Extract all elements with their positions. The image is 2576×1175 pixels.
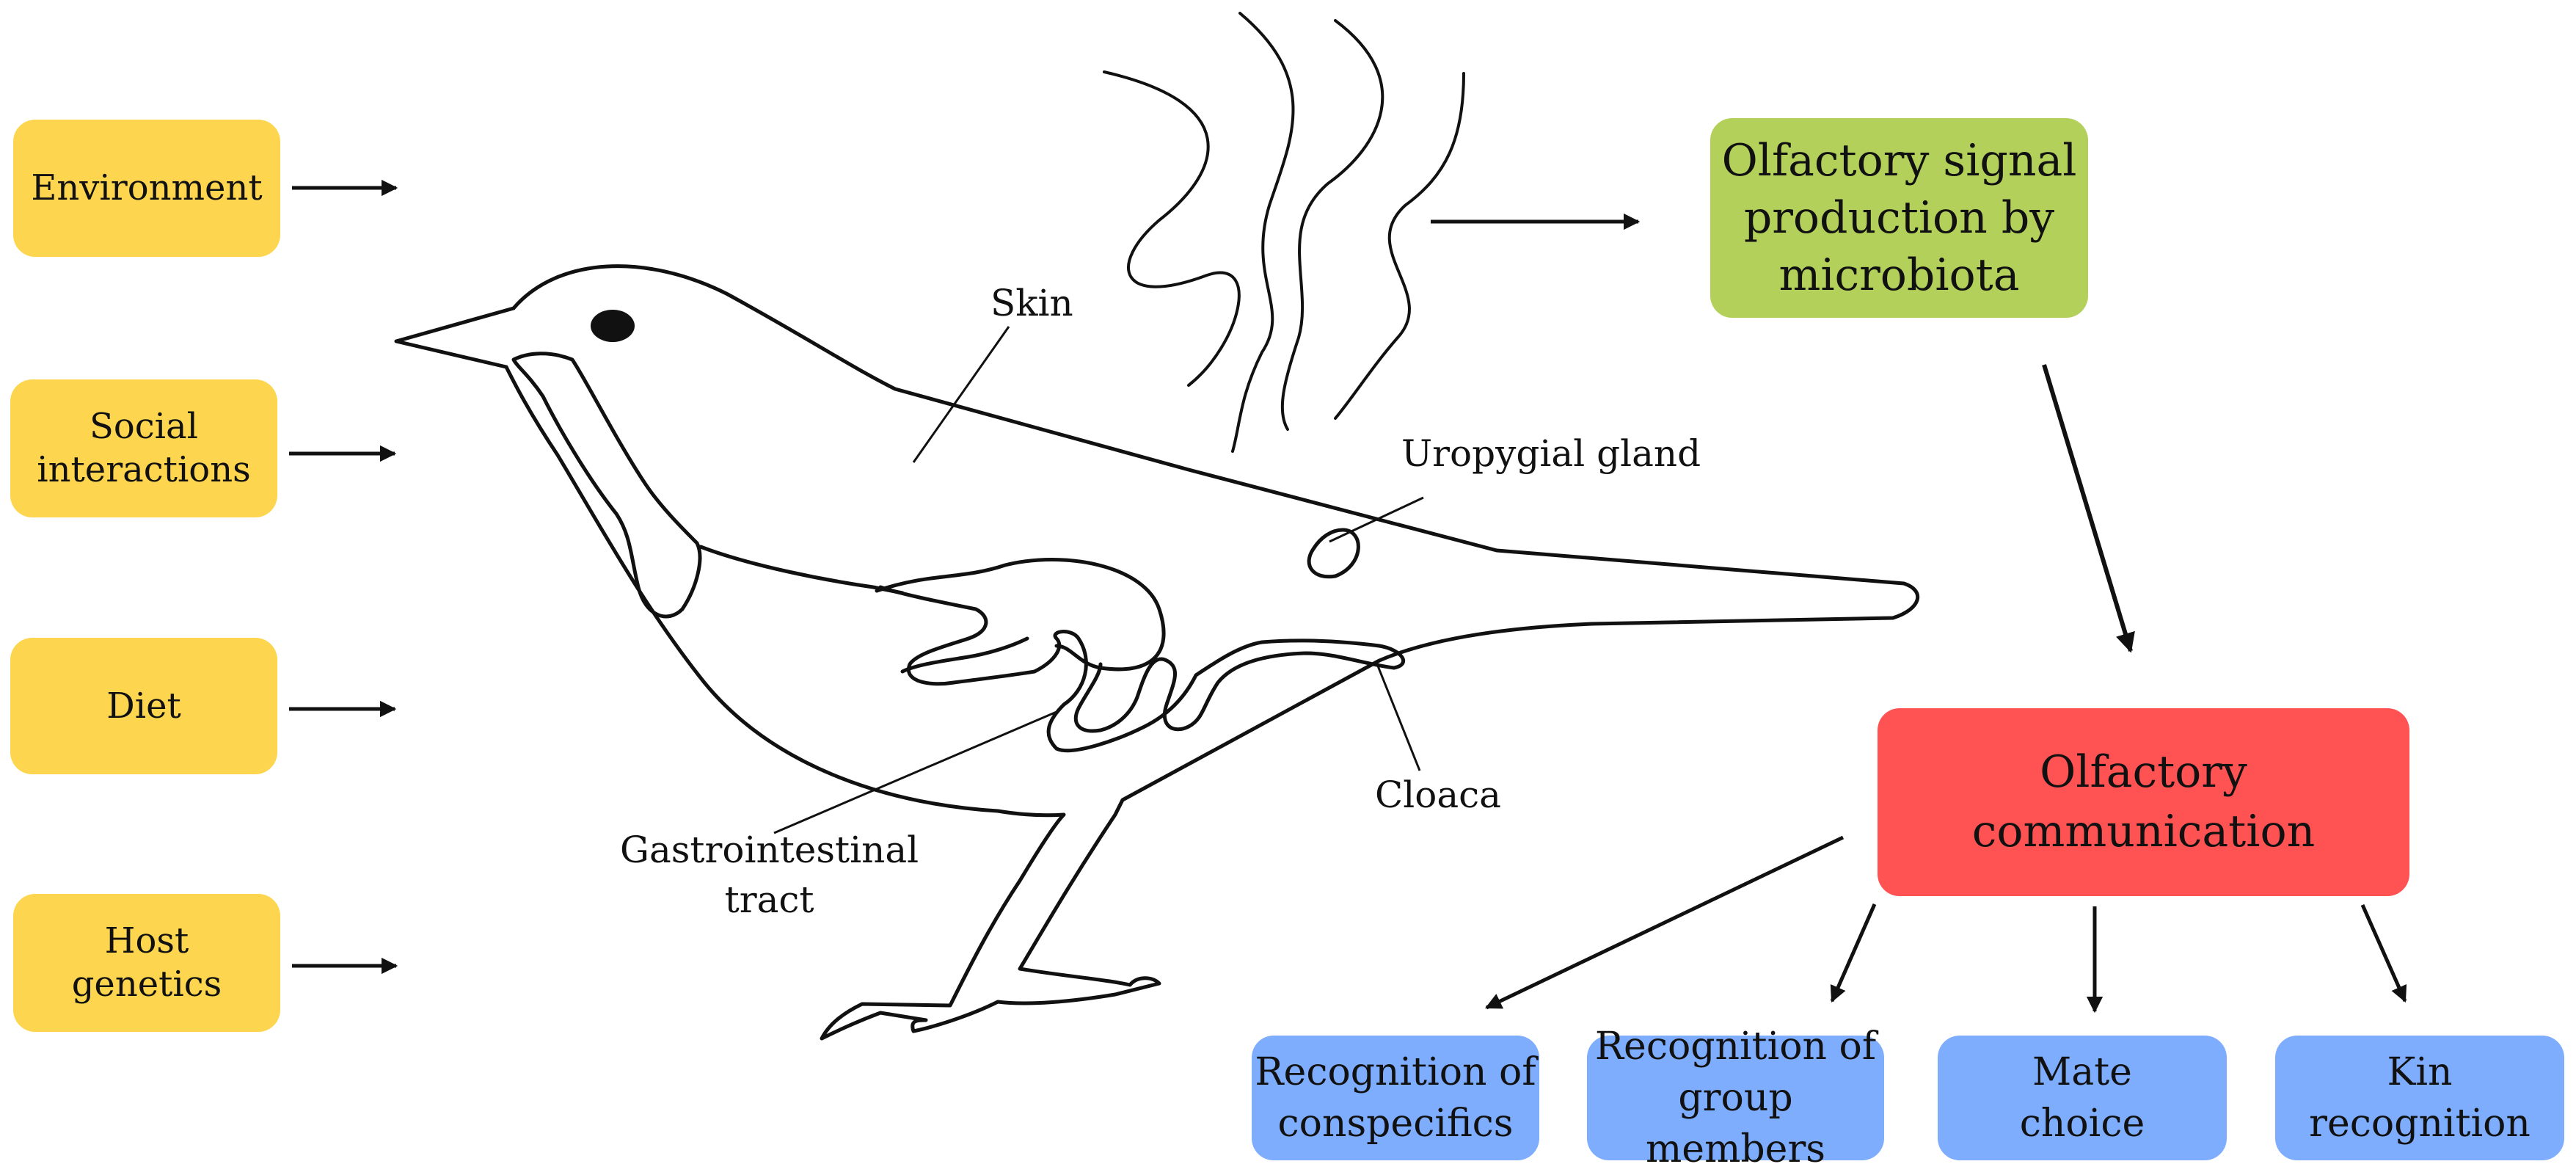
outcome-conspecifics-line-2: conspecifics [1277,1102,1514,1146]
factor-social-label-2: interactions [37,449,251,490]
factor-social-label-1: Social [90,406,198,448]
bird-body-outline [504,264,1920,1041]
signal-line-1: Olfactory signal [1721,135,2077,186]
odor-wisp-3 [1280,19,1384,431]
leader-cloaca [1374,660,1421,771]
factor-genetics-label-1: Host [104,920,189,962]
label-skin: Skin [990,282,1073,324]
outcome-kin-recognition: Kin recognition [2275,1036,2564,1160]
label-cloaca: Cloaca [1375,774,1501,816]
bird-eye [591,310,635,342]
bird-esophagus-lower [698,545,905,595]
bird-esophagus [511,352,702,619]
signal-production-box: Olfactory signal production by microbiot… [1710,118,2088,318]
label-gi-line-1: Gastrointestinal [620,829,919,871]
bird-uropygial-gland [1307,528,1360,579]
outcome-kin-line-2: recognition [2309,1102,2531,1146]
factor-host-genetics: Host genetics [13,894,280,1032]
label-leaders [773,326,1424,834]
outcome-mate-line-2: choice [2019,1102,2145,1146]
signal-line-2: production by [1743,192,2055,244]
odor-wisp-1 [1103,70,1241,387]
odor-wisps [1103,12,1465,453]
factor-genetics-label-2: genetics [71,964,222,1005]
bird-stomach [875,558,1166,672]
outcome-kin-line-1: Kin [2387,1050,2453,1094]
leader-gi-tract [773,710,1057,834]
bird-illustration [394,264,1920,1041]
outcome-group-line-2: group members [1646,1075,1825,1172]
factor-environment: Environment [13,120,280,257]
odor-wisp-4 [1334,72,1465,420]
outcome-mate-choice: Mate choice [1938,1036,2227,1160]
arrow-to-group-members [1830,903,1877,1003]
signal-line-3: microbiota [1778,250,2020,301]
label-gastrointestinal-tract: Gastrointestinal tract [620,826,919,925]
arrow-to-kin [2360,903,2407,1003]
outcome-conspecifics: Recognition of conspecifics [1252,1036,1539,1160]
leader-uropygial [1329,496,1424,543]
factor-environment-label: Environment [31,167,263,209]
outcome-conspecifics-line-1: Recognition of [1255,1050,1536,1094]
communication-line-2: communication [1971,806,2316,857]
communication-line-1: Olfactory [2040,746,2247,798]
arrow-to-conspecifics [1484,835,1845,1010]
label-uropygial-gland: Uropygial gland [1401,432,1701,475]
bird-intestine [878,585,1406,753]
factor-social-interactions: Social interactions [10,379,277,517]
label-gi-line-2: tract [724,878,814,921]
bird-intestine-inner [900,636,1029,674]
leader-skin [912,326,1010,463]
odor-wisp-2 [1231,12,1295,453]
outcome-group-line-1: Recognition of [1594,1024,1877,1069]
factor-diet-label: Diet [106,685,181,727]
bird-beak [394,306,516,369]
olfactory-communication-box: Olfactory communication [1878,708,2409,896]
outcome-group-members: Recognition of group members [1587,1025,1884,1171]
factor-diet: Diet [10,638,277,774]
outcome-mate-line-1: Mate [2032,1050,2132,1094]
arrow-signal-to-communication [2042,364,2135,653]
